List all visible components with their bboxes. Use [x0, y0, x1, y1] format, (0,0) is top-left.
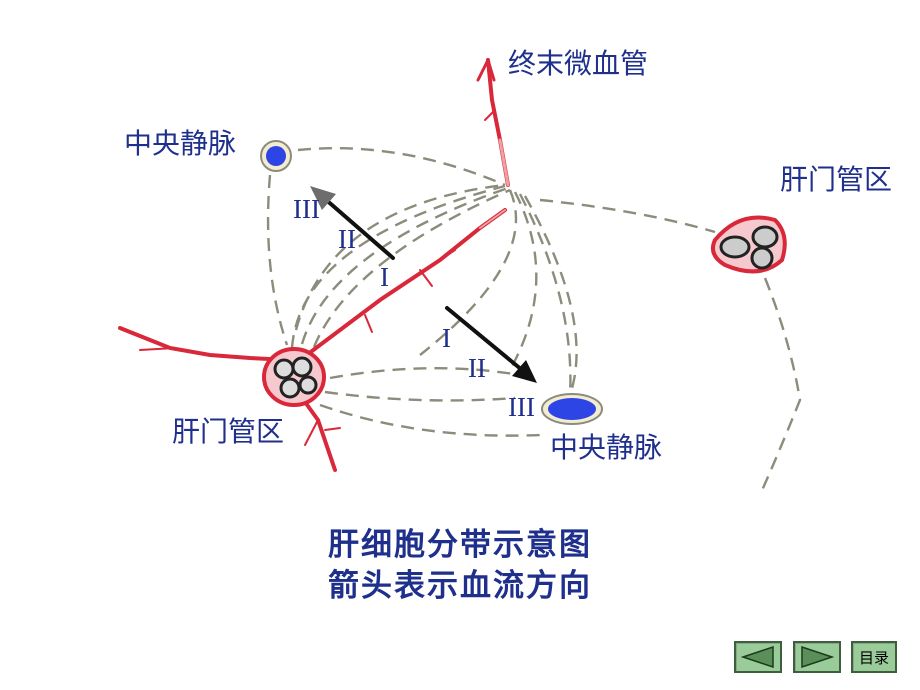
- zone-label-upper-2: II: [338, 224, 356, 254]
- central-vein-label-top: 中央静脉: [124, 127, 237, 160]
- caption-line-2: 箭头表示血流方向: [328, 568, 592, 604]
- triangle-right-icon: [801, 646, 834, 668]
- central-vein-label-bottom: 中央静脉: [550, 431, 663, 464]
- zone-label-lower-3: III: [508, 392, 535, 422]
- next-slide-button[interactable]: [793, 641, 841, 673]
- portal-area-label-right: 肝门管区: [780, 163, 893, 196]
- terminal-capillary-label: 终末微血管: [508, 47, 649, 80]
- flow-arrow-lower: [445, 306, 537, 383]
- triangle-left-icon: [741, 646, 774, 668]
- zone-label-upper-3: III: [293, 194, 320, 224]
- zone-label-lower-2: II: [468, 353, 486, 383]
- portal-area-left: [262, 347, 326, 407]
- table-of-contents-label: 目录: [858, 648, 889, 667]
- zone-label-upper-1: I: [380, 262, 389, 292]
- portal-area-label-left: 肝门管区: [172, 415, 285, 448]
- central-vein-bottom: [541, 393, 603, 425]
- caption-line-1: 肝细胞分带示意图: [328, 527, 592, 563]
- previous-slide-button[interactable]: [734, 641, 782, 673]
- dashed-boundary-lines: [266, 147, 802, 496]
- zone-label-lower-1: I: [442, 323, 451, 353]
- terminal-vessels: [118, 58, 510, 472]
- portal-area-right: [711, 215, 787, 274]
- central-vein-top: [260, 140, 292, 172]
- flow-arrow-upper: [310, 186, 395, 260]
- table-of-contents-button[interactable]: 目录: [851, 641, 897, 673]
